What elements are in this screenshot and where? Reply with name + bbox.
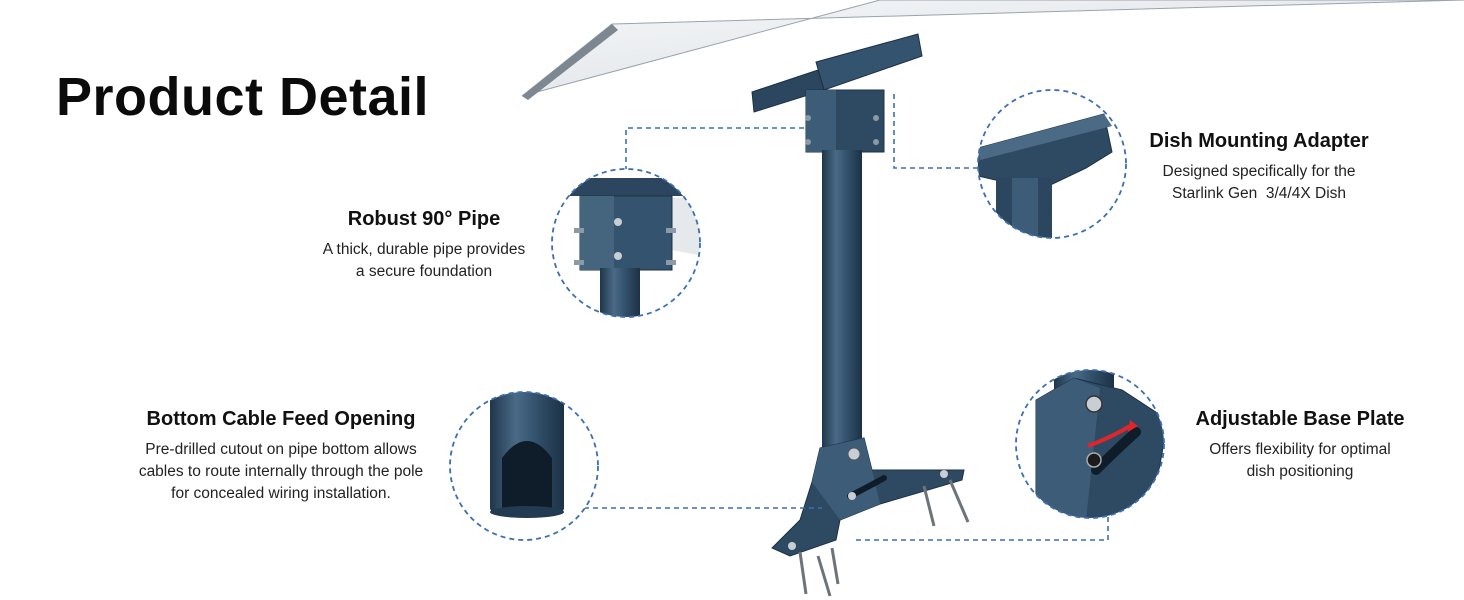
feature-description-line: dish positioning — [1246, 463, 1354, 480]
feature-description: Offers flexibility for optimal dish posi… — [1178, 439, 1422, 483]
feature-bottom-cable-feed: Bottom Cable Feed Opening Pre-drilled cu… — [118, 408, 444, 505]
feature-description-line: Designed specifically for the — [1162, 163, 1356, 180]
dish-adapter-detail-circle — [977, 89, 1127, 239]
cable-opening-detail-circle — [449, 391, 599, 541]
callout-lines — [584, 94, 1109, 541]
feature-description-line: Pre-drilled cutout on pipe bottom allows — [145, 441, 417, 458]
feature-title: Dish Mounting Adapter — [1149, 130, 1369, 152]
base-plate-detail-circle — [1015, 369, 1165, 519]
feature-dish-mounting-adapter: Dish Mounting Adapter Designed specifica… — [1128, 130, 1390, 205]
feature-title: Adjustable Base Plate — [1195, 408, 1405, 430]
feature-description-line: cables to route internally through the p… — [138, 463, 424, 480]
feature-adjustable-base-plate: Adjustable Base Plate Offers flexibility… — [1178, 408, 1422, 483]
feature-title: Bottom Cable Feed Opening — [146, 408, 416, 430]
feature-description-line: a secure foundation — [355, 263, 493, 280]
feature-description-line: A thick, durable pipe provides — [322, 241, 526, 258]
feature-description: Pre-drilled cutout on pipe bottom allows… — [118, 439, 444, 505]
pipe-detail-circle — [551, 168, 701, 318]
dish-panel — [521, 0, 1464, 100]
feature-title: Robust 90° Pipe — [347, 208, 501, 230]
adjust-arrow-icon — [1087, 424, 1132, 448]
feature-description: Designed specifically for the Starlink G… — [1128, 161, 1390, 205]
page-title: Product Detail — [56, 67, 430, 127]
mount-pole — [751, 33, 970, 597]
feature-description-line: Offers flexibility for optimal — [1209, 441, 1391, 458]
feature-description-line: for concealed wiring installation. — [171, 485, 391, 502]
feature-description-line: Starlink Gen 3/4/4X Dish — [1171, 185, 1347, 202]
feature-description: A thick, durable pipe provides a secure … — [306, 239, 542, 283]
feature-robust-pipe: Robust 90° Pipe A thick, durable pipe pr… — [306, 208, 542, 283]
